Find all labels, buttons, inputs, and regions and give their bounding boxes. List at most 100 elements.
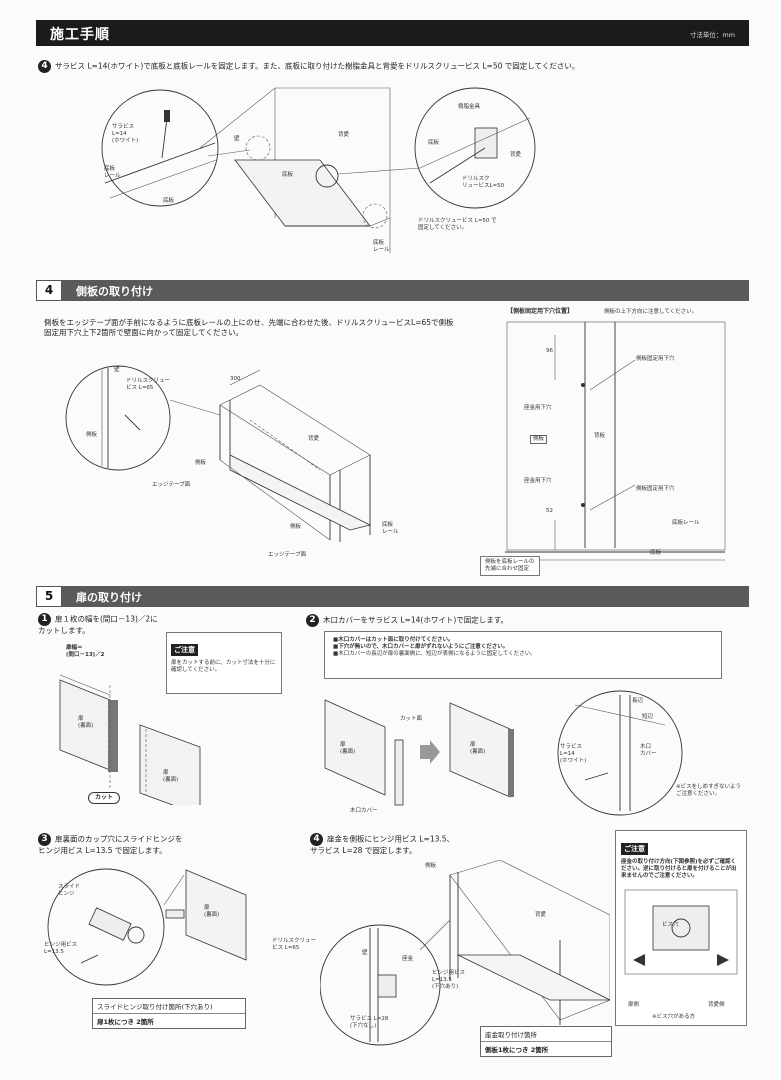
wall-label: 壁 [362, 950, 368, 956]
section-number: 4 [36, 280, 62, 301]
step4a-text: サラビス L=14(ホワイト)で底板と底板レールを固定します。また、底板に取り付… [55, 61, 580, 71]
label-drill50: ドリルスク リュービスL=50 [462, 176, 505, 189]
step3-table-title: スライドヒンジ取り付け箇所(下穴あり) [93, 999, 245, 1014]
step3-text: 扉裏面のカップ穴にスライドヒンジを ヒンジ用ビス L=13.5 で固定します。 [38, 834, 183, 856]
panel-side: 側板 [530, 435, 548, 444]
screw-hole-label: ビス穴 [662, 922, 679, 928]
label-back-zoom: 背愛 [510, 152, 522, 158]
step2-text: 木口カバーをサラビス L=14(ホワイト)で固定します。 [323, 615, 508, 625]
page-title: 施工手順 [50, 27, 110, 43]
step3-illustration [47, 868, 247, 986]
step2-note-2: ■下穴が無いので、木口カバーと扉がずれないようにご注意ください。 [333, 643, 509, 650]
caution-badge: ご注意 [171, 644, 198, 656]
screw-note: ※ビスをしめすぎないようご注意ください。 [676, 784, 741, 797]
label-back: 背愛 [338, 132, 350, 138]
long-side-label: 長辺 [632, 698, 644, 704]
drill65-label: ドリルスクリュー ビス L=65 [272, 938, 317, 951]
section4-illustration [65, 365, 372, 542]
panel-rail: 底板レール [672, 520, 700, 526]
panel-dim-bottom: 52 [546, 508, 553, 514]
side-label: 側板 [425, 863, 437, 869]
step4-text: 座金を側板にヒンジ用ビス L=13.5、 サラビス L=28 で固定します。 [310, 834, 455, 856]
section-4-header: 4 側板の取り付け [36, 280, 749, 301]
label-side-right: 側板 [290, 524, 302, 530]
step3-table: スライドヒンジ取り付け箇所(下穴あり) 扉1枚につき 2箇所 [92, 998, 246, 1029]
panel-back: 背板 [594, 433, 606, 439]
cut-face-label: カット面 [400, 716, 423, 722]
front-label: 扉側 [628, 1002, 640, 1008]
step4a-illustration [101, 87, 536, 253]
door-back-3: 扉 (裏面) [340, 742, 356, 755]
unit-note: 寸法単位：mm [689, 31, 735, 39]
screw14-label: サラビス L=14 (ホワイト) [560, 744, 587, 764]
step4a-instruction: 4 サラビス L=14(ホワイト)で底板と底板レールを固定します。また、底板に取り… [38, 60, 748, 73]
label-drill-note: ドリルスクリュービス L=50 で 固定してください。 [418, 218, 497, 231]
cover-label-2: 木口 カバー [640, 744, 657, 757]
panel-caption: 側板の上下方向に注意してください。 [604, 309, 698, 315]
door-width-label: 扉幅＝ (間口－13)／2 [66, 645, 105, 658]
label-bottom-center: 底板 [282, 172, 294, 178]
step-number-badge: 4 [310, 833, 323, 846]
label-resin: 樹脂金具 [458, 104, 481, 110]
short-side-label: 短辺 [642, 714, 654, 720]
step4-caution-box: ご注意 座金の取り付け方向(下図参照)を必ずご確認ください。逆に取り付けると扉を… [615, 830, 747, 1026]
step2-note-1: ■木口カバーはカット面に取り付けてください。 [333, 637, 454, 643]
label-wall: 壁 [114, 367, 120, 373]
hinge-screw-label: ヒンジ用ビス L=13.5 [44, 942, 78, 955]
step4-table-title: 座金取り付け箇所 [481, 1027, 611, 1042]
cover-label: 木口カバー [350, 808, 378, 814]
label-bottom-zoom: 底板 [428, 140, 440, 146]
step2-notes-box: ■木口カバーはカット面に取り付けてください。 ■下穴が無いので、木口カバーと扉が… [324, 631, 722, 679]
step-number-badge: 2 [306, 614, 319, 627]
panel-hole-upper: 側板固定用下穴 [636, 356, 675, 362]
hole-note: ※ビス穴がある方 [652, 1014, 696, 1020]
step4-caution-text: 座金の取り付け方向(下図参照)を必ずご確認ください。逆に取り付けると扉を付けるこ… [621, 859, 737, 879]
label-dim-300: 300 [230, 376, 241, 382]
seat-orientation-diagram [624, 889, 738, 974]
step2-illustration [324, 690, 683, 816]
step1-illustration [59, 674, 201, 805]
label-back: 背愛 [308, 436, 320, 442]
label-screw14: サラビス L=14 (ホワイト) [112, 124, 139, 144]
hole-panel-diagram [505, 321, 726, 561]
hinge-screw-label-2: ヒンジ用ビス L=13.5 (下穴あり) [432, 970, 466, 990]
panel-floor: 底板 [650, 550, 662, 556]
label-bottom: 底板 [163, 198, 175, 204]
step1-caution-text: 扉をカットする前に、カット寸法を十分に確認してください。 [171, 660, 276, 673]
step2-instruction: 2 木口カバーをサラビス L=14(ホワイト)で固定します。 [306, 614, 746, 627]
seat-label: 座金 [402, 956, 414, 962]
door-back-5: 扉 (裏面) [204, 905, 220, 918]
panel-bottom-note: 側板を底板レールの 先端に合わせ固定 [480, 556, 540, 576]
caution-badge: ご注意 [621, 843, 648, 855]
door-back-1: 扉 (裏面) [78, 716, 94, 729]
step4-table: 座金取り付け箇所 側板1枚につき 2箇所 [480, 1026, 612, 1057]
panel-seat-lower: 座金用下穴 [524, 478, 552, 484]
step4-table-value: 側板1枚につき 2箇所 [485, 1046, 549, 1054]
step-number-badge: 1 [38, 613, 51, 626]
section-title: 扉の取り付け [76, 591, 142, 604]
sara28-label: サラビス L=28 (下穴なし) [350, 1016, 389, 1029]
back-side-label: 背愛側 [708, 1002, 725, 1008]
section4-instruction: 側板をエッジテープ面が手前になるように底板レールの上にのせ、先端に合わせた後、ド… [44, 318, 454, 338]
panel-dim-top: 96 [546, 348, 553, 354]
step1-text: 扉１枚の幅を(間口－13)／2に カットします。 [38, 614, 158, 636]
label-drill65: ドリルスクリュー ビス L=65 [126, 378, 171, 391]
hinge-label: スライド ヒンジ [58, 884, 81, 897]
back-label: 背愛 [535, 912, 547, 918]
panel-hole-lower: 側板固定用下穴 [636, 486, 675, 492]
page-header: 施工手順 寸法単位：mm [36, 20, 749, 46]
label-side-wall: 壁 [234, 136, 240, 142]
label-side-left: 側板 [195, 460, 207, 466]
step3-table-value: 扉1枚につき 2箇所 [97, 1018, 154, 1026]
panel-title: 【側板固定用下穴位置】 [507, 308, 574, 315]
step-number-badge: 4 [38, 60, 51, 73]
label-rail: 底板 レール [382, 522, 399, 535]
label-rail: 底板 レール [373, 240, 390, 253]
step1-caution-box: ご注意 扉をカットする前に、カット寸法を十分に確認してください。 [166, 632, 282, 694]
label-edge-tape-2: エッジテープ面 [268, 552, 307, 558]
section-title: 側板の取り付け [76, 285, 153, 298]
step-number-badge: 3 [38, 833, 51, 846]
